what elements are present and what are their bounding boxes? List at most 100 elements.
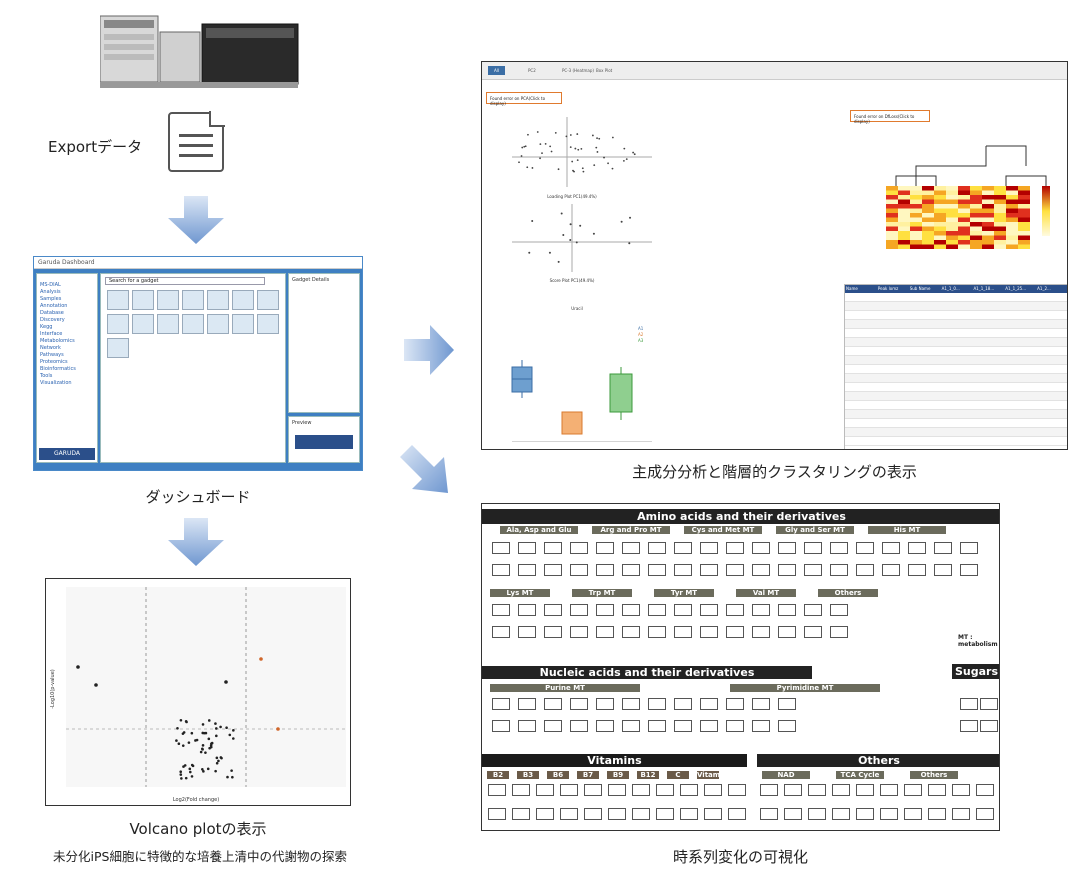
volcano-point <box>182 731 186 734</box>
loading-point <box>591 134 594 137</box>
volcano-point <box>201 768 204 771</box>
pca-caption: 主成分分析と階層的クラスタリングの表示 <box>632 463 917 481</box>
heatmap-cell <box>934 186 946 191</box>
score-point <box>531 219 534 222</box>
sidebar-item[interactable]: Database <box>40 310 64 316</box>
table-header-cell: A1_2... <box>1037 286 1051 291</box>
ts-mini-plot <box>488 784 506 796</box>
sidebar-item[interactable]: Analysis <box>40 289 61 295</box>
ts-mini-plot <box>544 698 562 710</box>
heatmap-cell <box>958 244 970 249</box>
loading-point <box>557 168 560 171</box>
sidebar-item[interactable]: Visualization <box>40 380 72 386</box>
sidebar-item[interactable]: Interface <box>40 331 63 337</box>
heatmap-cell <box>886 231 898 236</box>
ts-mini-plot <box>960 698 978 710</box>
volcano-point <box>224 680 228 684</box>
gadget-tile[interactable] <box>107 290 129 310</box>
pca-tab[interactable]: All <box>488 66 505 75</box>
ts-mini-plot <box>934 542 952 554</box>
gadget-tile[interactable] <box>232 314 254 334</box>
volcano-point <box>200 747 204 751</box>
heatmap-cell <box>958 208 970 213</box>
heatmap-cell <box>970 208 982 213</box>
ts-mini-plot <box>648 698 666 710</box>
pca-warning-right[interactable]: Found error on DfLoss(Click to display) <box>850 110 930 124</box>
gadget-tile[interactable] <box>207 290 229 310</box>
pca-tab[interactable]: PC-3 (Heatmap) <box>562 68 594 73</box>
gadget-tile[interactable] <box>257 314 279 334</box>
search-input[interactable]: Search for a gadget <box>105 277 265 285</box>
sidebar-item[interactable]: Proteomics <box>40 359 68 365</box>
gadget-tile[interactable] <box>132 314 154 334</box>
pca-warning-left[interactable]: Found error on PCA(Click to display) <box>486 92 562 106</box>
ts-subheader: His MT <box>868 526 946 534</box>
sidebar-item[interactable]: Samples <box>40 296 62 302</box>
heatmap-cell <box>982 195 994 200</box>
heatmap-cell <box>982 222 994 227</box>
heatmap-cell <box>1018 231 1030 236</box>
gadget-tile[interactable] <box>107 314 129 334</box>
loading-point <box>541 152 543 155</box>
heatmap-cell <box>934 226 946 231</box>
gadget-tile[interactable] <box>182 290 204 310</box>
heatmap-cell <box>994 240 1006 245</box>
gadget-tile[interactable] <box>157 314 179 334</box>
gadget-tile[interactable] <box>232 290 254 310</box>
volcano-point <box>230 769 233 772</box>
loading-point <box>569 146 572 148</box>
loading-point <box>595 146 598 149</box>
gadget-tile[interactable] <box>257 290 279 310</box>
heatmap-cell <box>982 186 994 191</box>
loading-point <box>593 164 596 167</box>
ts-mini-plot <box>856 808 874 820</box>
heatmap-cell <box>922 240 934 245</box>
gadget-tile[interactable] <box>207 314 229 334</box>
heatmap-cell <box>922 199 934 204</box>
arrow-right-icon <box>404 325 454 375</box>
heatmap-cell <box>1018 186 1030 191</box>
ts-mini-plot <box>928 784 946 796</box>
heatmap-cell <box>1018 226 1030 231</box>
heatmap-cell <box>1018 244 1030 249</box>
sidebar-item[interactable]: Pathways <box>40 352 64 358</box>
heatmap-cell <box>898 217 910 222</box>
ts-subheader: Pyrimidine MT <box>730 684 880 692</box>
heatmap-cell <box>970 199 982 204</box>
sidebar-item[interactable]: Tools <box>40 373 53 379</box>
volcano-point <box>177 742 181 746</box>
heatmap-cell <box>898 240 910 245</box>
sidebar-item[interactable]: Annotation <box>40 303 68 309</box>
gadget-tile[interactable] <box>182 314 204 334</box>
heatmap-cell <box>1006 208 1018 213</box>
heatmap-cell <box>910 204 922 209</box>
sidebar-item[interactable]: Discovery <box>40 317 65 323</box>
sidebar-item[interactable]: Metabolomics <box>40 338 75 344</box>
gadget-tile[interactable] <box>107 338 129 358</box>
ts-subheader: Others <box>910 771 958 779</box>
volcano-point <box>201 744 205 747</box>
ts-mini-plot <box>830 542 848 554</box>
heatmap-cell <box>886 186 898 191</box>
sidebar-item[interactable]: MS-DIAL <box>40 282 61 288</box>
table-row <box>845 356 1067 365</box>
ts-mini-plot <box>622 604 640 616</box>
ts-mini-plot <box>674 626 692 638</box>
volcano-point <box>206 767 210 771</box>
gadget-tile[interactable] <box>132 290 154 310</box>
sidebar-item[interactable]: Kegg <box>40 324 53 330</box>
ts-mini-plot <box>648 604 666 616</box>
ts-mini-plot <box>674 720 692 732</box>
sidebar-item[interactable]: Network <box>40 345 61 351</box>
loading-point <box>623 147 626 150</box>
gadget-tile[interactable] <box>157 290 179 310</box>
ts-mini-plot <box>908 564 926 576</box>
pca-tab[interactable]: PC2 <box>528 68 536 73</box>
heatmap-cell <box>934 231 946 236</box>
loading-point <box>581 167 584 170</box>
sidebar-item[interactable]: Bioinformatics <box>40 366 76 372</box>
pca-tab[interactable]: Box Plot <box>596 68 613 73</box>
volcano-point <box>226 775 229 779</box>
